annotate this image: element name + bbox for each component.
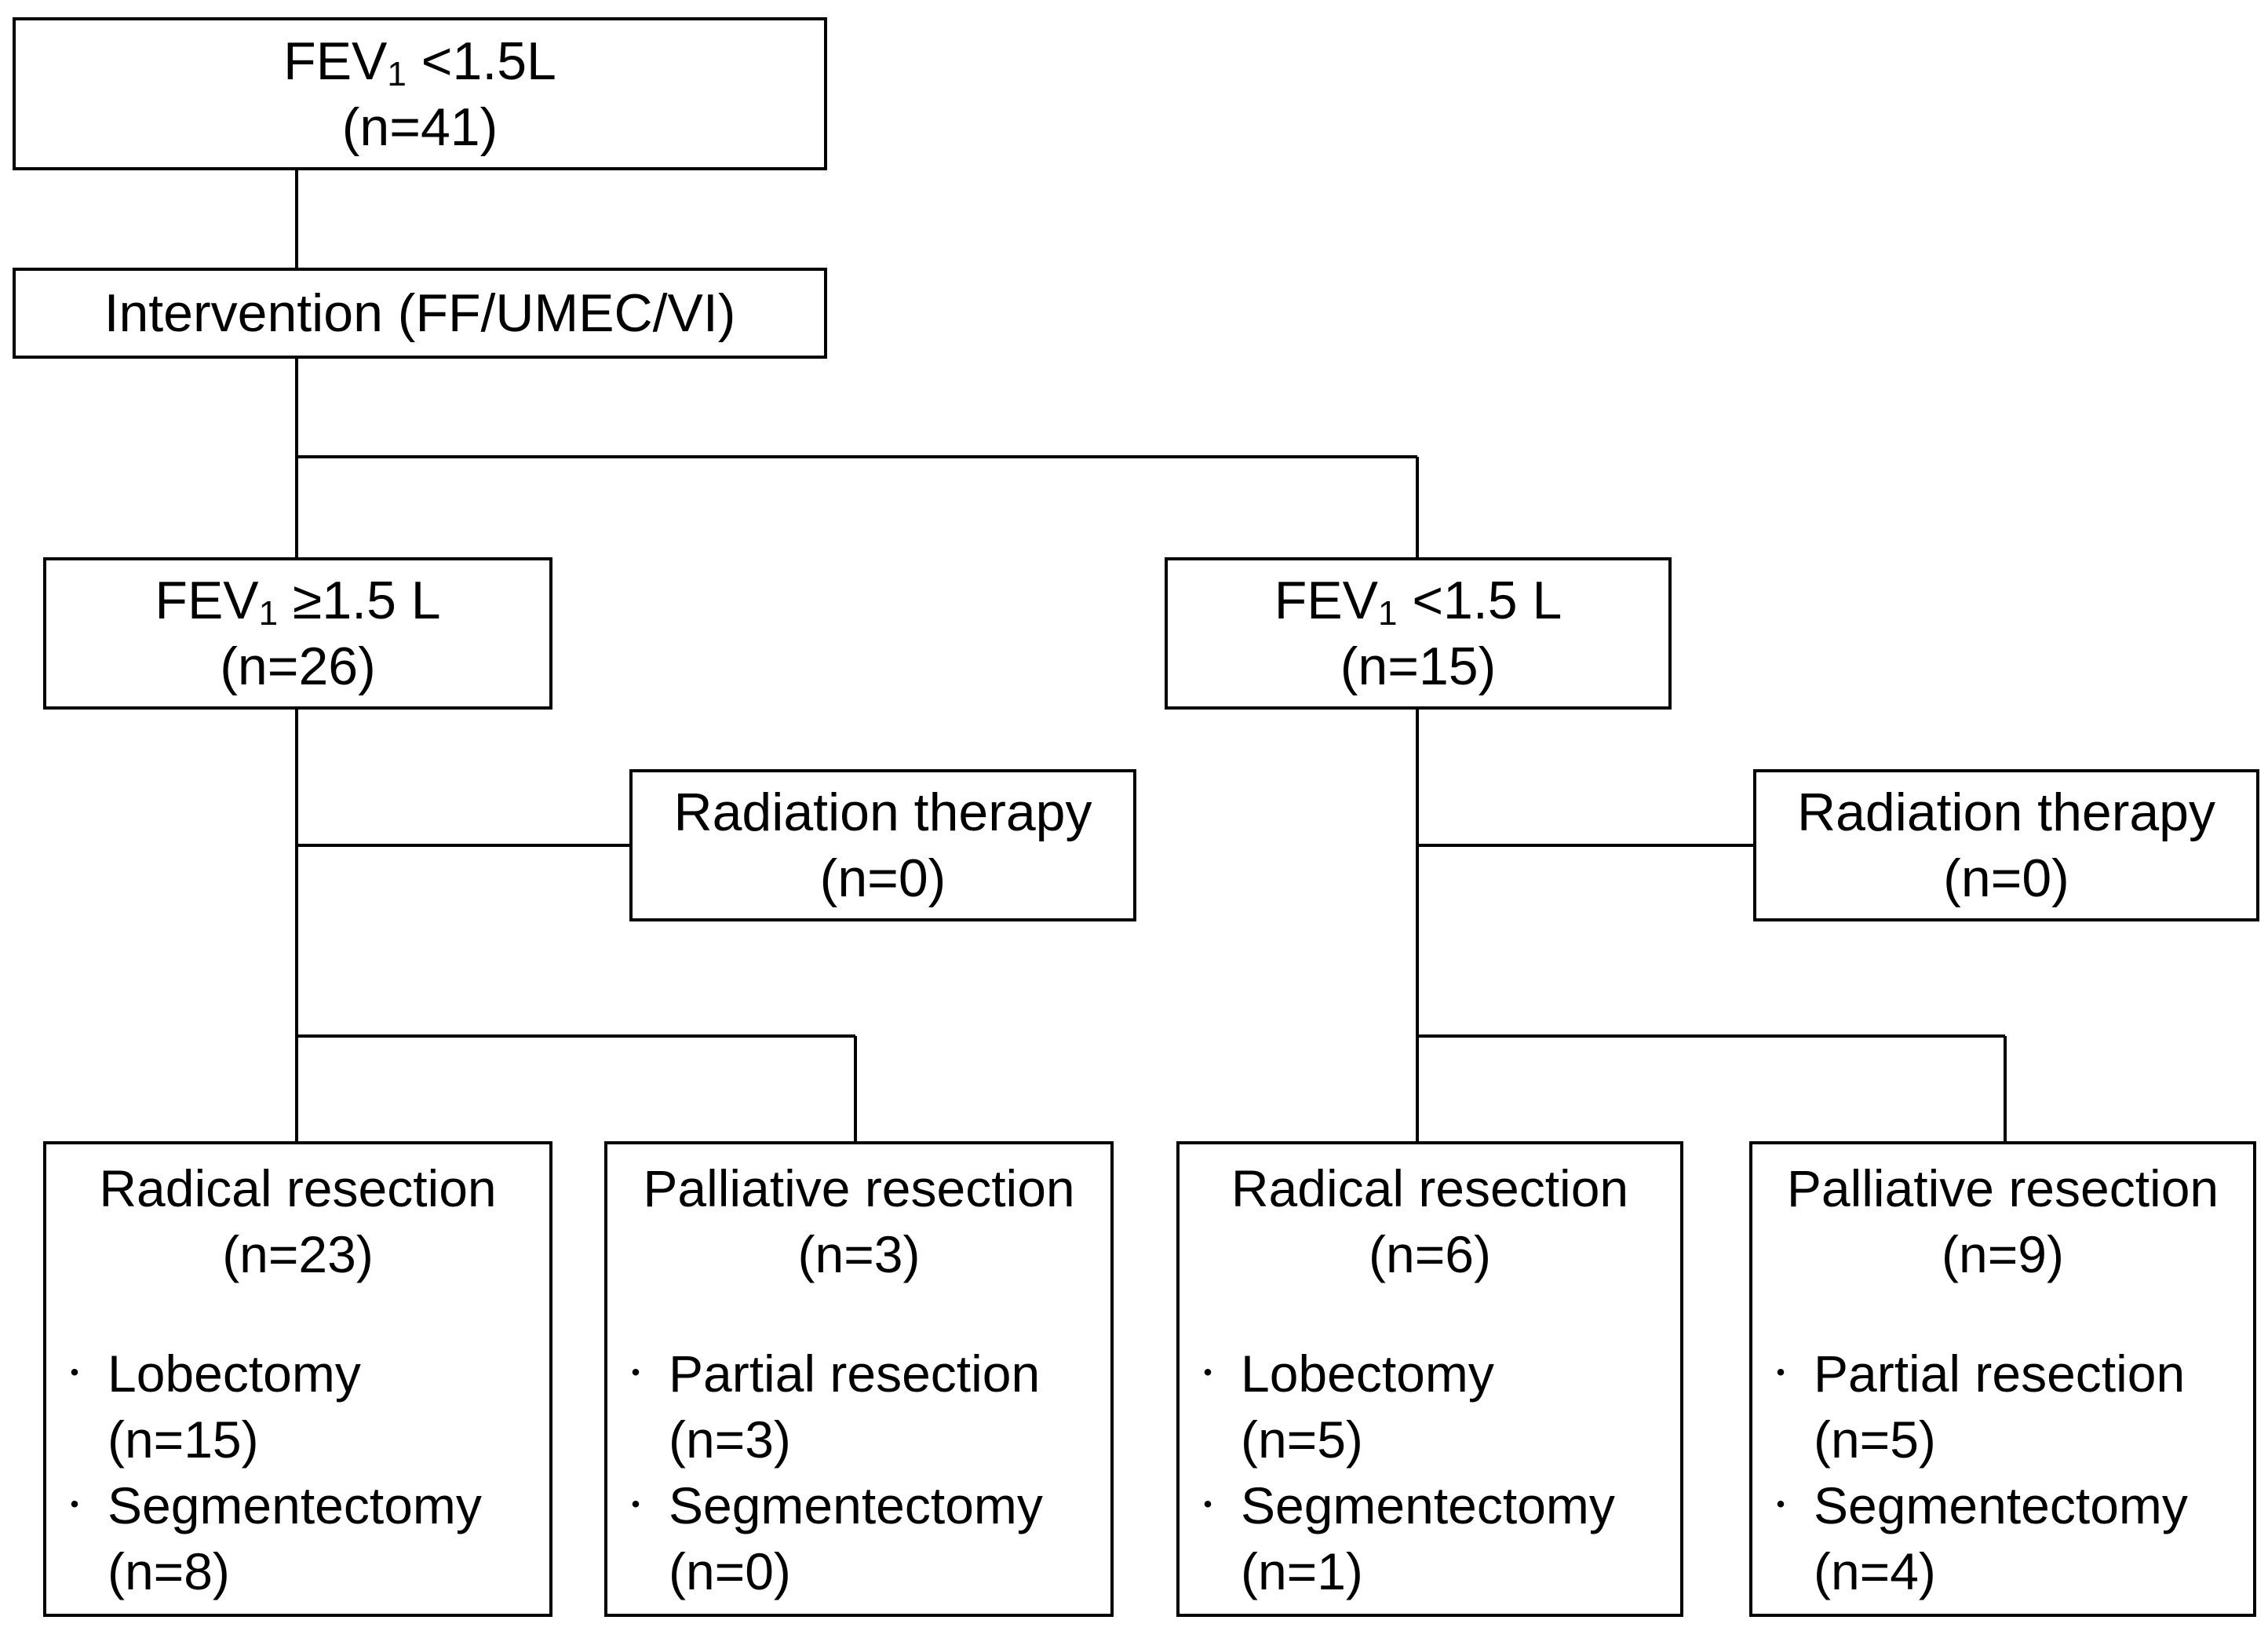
root-count: (n=41) [341,97,498,157]
radical-high-box: Radical resection (n=23) ・ Lobectomy (n=… [43,1141,552,1617]
branch-low-box: FEV1 <1.5 L (n=15) [1165,557,1672,710]
palliative-high-count: (n=3) [797,1225,921,1283]
list-item: ・ Segmentectomy (n=8) [46,1472,549,1604]
radical-low-count: (n=6) [1369,1225,1491,1283]
radiation-low-label: Radiation therapy [1796,783,2215,842]
item-name: Segmentectomy [1241,1476,1615,1534]
palliative-high-title: Palliative resection [643,1159,1075,1217]
bullet-icon: ・ [1192,1488,1223,1523]
radical-high-title: Radical resection [99,1159,497,1217]
palliative-high-box: Palliative resection (n=3) ・ Partial res… [604,1141,1114,1617]
intervention-label: Intervention (FF/UMEC/VI) [104,283,736,343]
bullet-icon: ・ [1765,1356,1796,1391]
item-name: Lobectomy [108,1345,361,1403]
branch-high-label-suffix: ≥1.5 L [278,571,441,630]
item-name: Segmentectomy [669,1476,1043,1534]
item-name: Segmentectomy [108,1476,482,1534]
list-item: ・ Segmentectomy (n=1) [1180,1472,1680,1604]
branch-low-label-suffix: <1.5 L [1397,571,1562,630]
branch-low-count: (n=15) [1340,637,1497,696]
item-count: (n=8) [108,1542,230,1600]
item-count: (n=5) [1241,1410,1363,1469]
root-label-suffix: <1.5L [406,31,556,91]
radiation-high-box: Radiation therapy (n=0) [629,769,1136,921]
radical-low-box: Radical resection (n=6) ・ Lobectomy (n=5… [1176,1141,1683,1617]
palliative-low-box: Palliative resection (n=9) ・ Partial res… [1749,1141,2256,1617]
branch-low-label: FEV1 <1.5 L [1274,567,1562,633]
list-item: ・ Partial resection (n=3) [607,1341,1110,1472]
branch-high-label: FEV1 ≥1.5 L [155,567,440,633]
list-item: ・ Segmentectomy (n=0) [607,1472,1110,1604]
item-name: Lobectomy [1241,1345,1494,1403]
bullet-icon: ・ [620,1356,651,1391]
radical-low-title: Radical resection [1231,1159,1629,1217]
radiation-high-count: (n=0) [819,848,946,908]
item-count: (n=3) [669,1410,791,1469]
branch-high-count: (n=26) [220,637,376,696]
branch-high-label-main: FEV [155,571,259,630]
palliative-low-title: Palliative resection [1786,1159,2219,1217]
radiation-low-box: Radiation therapy (n=0) [1753,769,2259,921]
root-label-main: FEV [283,31,388,91]
branch-low-label-sub: 1 [1377,594,1398,633]
item-count: (n=1) [1241,1542,1363,1600]
item-name: Partial resection [669,1345,1041,1403]
item-count: (n=0) [669,1542,791,1600]
root-label-sub: 1 [387,54,407,93]
branch-high-box: FEV1 ≥1.5 L (n=26) [43,557,552,710]
list-item: ・ Partial resection (n=5) [1752,1341,2253,1472]
branch-low-label-main: FEV [1274,571,1378,630]
bullet-icon: ・ [59,1356,90,1391]
item-name: Partial resection [1814,1345,2186,1403]
intervention-box: Intervention (FF/UMEC/VI) [13,268,827,359]
item-count: (n=4) [1814,1542,1936,1600]
bullet-icon: ・ [1192,1356,1223,1391]
bullet-icon: ・ [620,1488,651,1523]
root-label: FEV1 <1.5L [283,28,556,94]
list-item: ・ Lobectomy (n=15) [46,1341,549,1472]
item-count: (n=15) [108,1410,259,1469]
bullet-icon: ・ [1765,1488,1796,1523]
item-name: Segmentectomy [1814,1476,2188,1534]
radiation-high-label: Radiation therapy [673,783,1092,842]
radiation-low-count: (n=0) [1943,848,2069,908]
list-item: ・ Segmentectomy (n=4) [1752,1472,2253,1604]
root-box: FEV1 <1.5L (n=41) [13,17,827,170]
list-item: ・ Lobectomy (n=5) [1180,1341,1680,1472]
radical-high-count: (n=23) [222,1225,374,1283]
bullet-icon: ・ [59,1488,90,1523]
branch-high-label-sub: 1 [258,594,279,633]
palliative-low-count: (n=9) [1942,1225,2064,1283]
item-count: (n=5) [1814,1410,1936,1469]
